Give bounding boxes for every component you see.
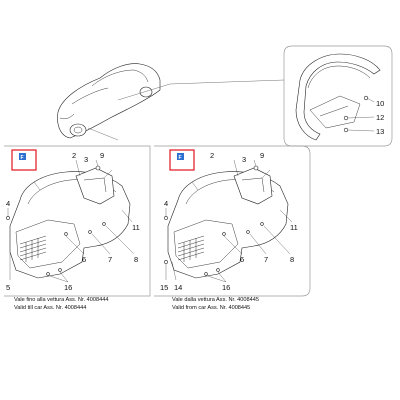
callout-8: 8	[290, 255, 294, 264]
callout-16: 16	[64, 283, 72, 292]
highlight-box-right	[169, 149, 195, 171]
callout-15: 15	[160, 283, 168, 292]
callout-8: 8	[134, 255, 138, 264]
callout-2: 2	[72, 151, 76, 160]
caption-left-line2: Valid till car Ass. Nr. 4008444	[14, 305, 86, 311]
grille-right	[177, 235, 205, 262]
tag-icon-left	[19, 153, 26, 160]
caption-right-line2: Valid from car Ass. Nr. 4008445	[172, 305, 250, 311]
callout-9: 9	[260, 151, 264, 160]
callout-7: 7	[264, 255, 268, 264]
callout-11: 11	[290, 223, 298, 232]
highlight-box-left	[11, 149, 37, 171]
callout-12: 12	[376, 113, 384, 122]
caption-left-line1: Vale fino alla vettura Ass. Nr. 4008444	[14, 297, 108, 303]
callout-4: 4	[6, 199, 10, 208]
callout-3: 3	[242, 155, 246, 164]
callout-2: 2	[210, 151, 214, 160]
callout-7: 7	[108, 255, 112, 264]
callout-6: 6	[240, 255, 244, 264]
callout-10: 10	[376, 99, 384, 108]
svg-text:F: F	[21, 155, 24, 161]
callout-3: 3	[84, 155, 88, 164]
callout-9: 9	[100, 151, 104, 160]
callout-14: 14	[174, 283, 182, 292]
right-panel: F 2 3	[154, 145, 311, 311]
callout-13: 13	[376, 127, 384, 136]
caption-right-line1: Vale dalla vettura Ass. Nr. 4008445	[172, 297, 259, 303]
callout-6: 6	[82, 255, 86, 264]
callout-11: 11	[132, 223, 140, 232]
left-panel: F 2 3 9 11	[4, 145, 151, 311]
svg-text:F: F	[179, 155, 182, 161]
car-illustration	[57, 63, 171, 141]
grille-left	[19, 235, 47, 262]
callout-5: 5	[6, 283, 10, 292]
top-detail-frame: 10 12 13	[169, 45, 393, 147]
callout-16: 16	[222, 283, 230, 292]
tag-icon-right	[177, 153, 184, 160]
callout-4: 4	[164, 199, 168, 208]
